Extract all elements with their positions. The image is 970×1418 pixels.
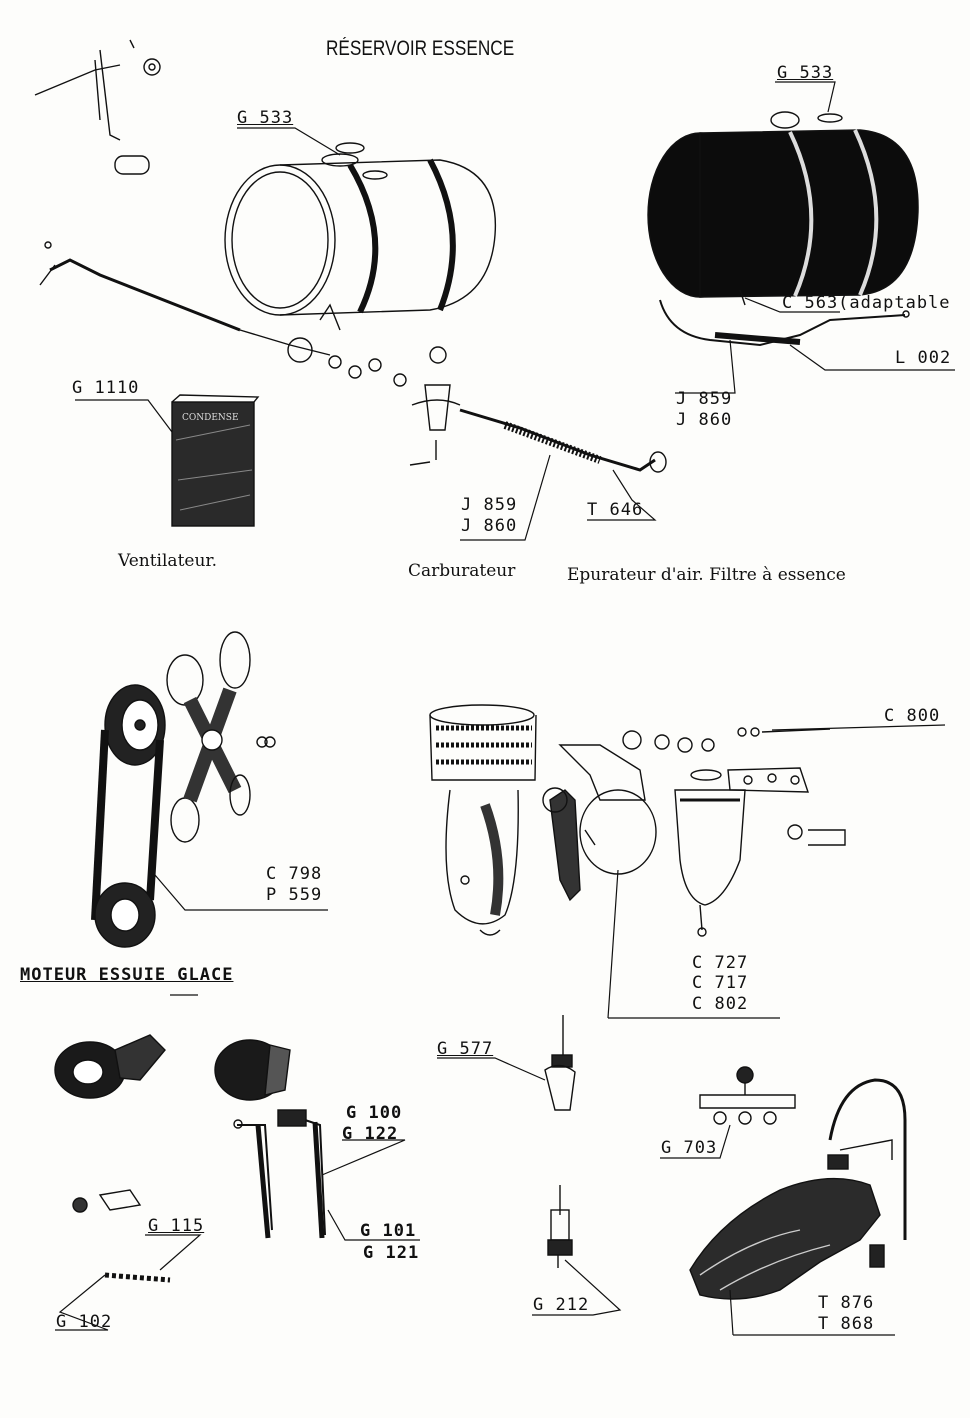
ref-c800: C 800 bbox=[884, 706, 941, 726]
ref-c802: C 802 bbox=[692, 994, 749, 1014]
caption-ventilateur: Ventilateur. bbox=[118, 551, 218, 571]
section-moteur-essuie-glace: MOTEUR ESSUIE GLACE bbox=[20, 965, 234, 985]
wiper-arms bbox=[233, 1109, 326, 1239]
spark-plug-tops bbox=[544, 1015, 576, 1268]
flexible-fuel-hose bbox=[459, 408, 667, 473]
small-wiper-parts bbox=[72, 1189, 171, 1283]
fuel-tap-bracket bbox=[34, 39, 161, 175]
leader-lines bbox=[55, 81, 955, 1336]
caption-carburateur: Carburateur bbox=[408, 561, 516, 581]
carburetor-body bbox=[542, 730, 715, 902]
caption-epurateur: Epurateur d'air. Filtre à essence bbox=[567, 565, 846, 585]
ref-g102: G 102 bbox=[56, 1312, 113, 1332]
page-title: RÉSERVOIR ESSENCE bbox=[326, 37, 515, 60]
ref-g100: G 100 bbox=[346, 1103, 403, 1123]
fuel-filter-glass bbox=[674, 727, 846, 937]
ref-c727: C 727 bbox=[692, 953, 749, 973]
ref-g533-right: G 533 bbox=[777, 63, 834, 83]
ref-l002: L 002 bbox=[895, 348, 952, 368]
switch-plate bbox=[699, 1066, 796, 1125]
ref-c717: C 717 bbox=[692, 973, 749, 993]
ignition-harness bbox=[689, 1078, 907, 1300]
ref-g115: G 115 bbox=[148, 1216, 205, 1236]
ref-g101: G 101 bbox=[360, 1221, 417, 1241]
ref-j859-right: J 859 bbox=[676, 389, 733, 409]
air-filter-cartridge bbox=[171, 394, 260, 527]
air-cleaner bbox=[429, 704, 537, 936]
ref-p559: P 559 bbox=[266, 885, 323, 905]
ref-g122: G 122 bbox=[342, 1124, 399, 1144]
ref-g577: G 577 bbox=[437, 1039, 494, 1059]
fuel-filter-bowl bbox=[409, 346, 461, 466]
ref-j860-right: J 860 bbox=[676, 410, 733, 430]
ref-t876: T 876 bbox=[818, 1293, 875, 1313]
ref-g212: G 212 bbox=[533, 1295, 590, 1315]
ref-j860-mid: J 860 bbox=[461, 516, 518, 536]
ref-g121: G 121 bbox=[363, 1243, 420, 1263]
fan-blades bbox=[166, 631, 276, 843]
ref-j859-mid: J 859 bbox=[461, 495, 518, 515]
ref-c563: C 563(adaptable bbox=[782, 293, 951, 313]
ref-g533-left: G 533 bbox=[237, 108, 294, 128]
ref-g1110: G 1110 bbox=[72, 378, 140, 398]
fuel-tank-left bbox=[224, 142, 497, 316]
ref-g703: G 703 bbox=[661, 1138, 718, 1158]
fan-belt-assembly bbox=[91, 684, 166, 948]
ref-t646: T 646 bbox=[587, 500, 644, 520]
ref-c798: C 798 bbox=[266, 864, 323, 884]
fuel-tank-right bbox=[647, 111, 919, 306]
fan-box-label: CONDENSE bbox=[182, 413, 239, 423]
fuel-line-left bbox=[39, 241, 407, 387]
fuel-line-right bbox=[659, 299, 910, 347]
wiper-motors bbox=[54, 1034, 291, 1101]
ref-t868: T 868 bbox=[818, 1314, 875, 1334]
